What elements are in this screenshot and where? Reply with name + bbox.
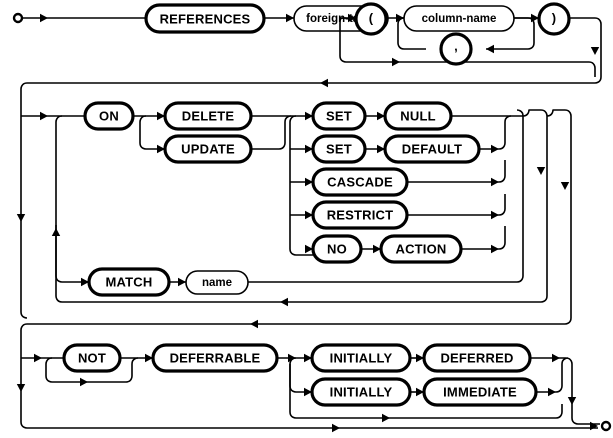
node-on: ON: [83, 101, 135, 131]
node-rparen-label: ): [552, 11, 557, 26]
node-initially-immediate: INITIALLY: [310, 377, 412, 407]
action-fanout: [251, 111, 313, 256]
node-comma: ,: [439, 32, 473, 66]
node-match: MATCH: [87, 267, 171, 297]
node-column-name-label: column-name: [422, 13, 497, 25]
not-bypass: [45, 357, 139, 387]
node-delete-label: DELETE: [182, 109, 235, 124]
node-restrict: RESTRICT: [311, 200, 409, 230]
node-action: ACTION: [379, 234, 463, 264]
node-set-null-label: SET: [326, 109, 352, 124]
node-delete: DELETE: [163, 101, 253, 131]
node-default: DEFAULT: [383, 134, 481, 164]
on-match-split: [55, 115, 89, 287]
connector-match-to-name: [169, 277, 186, 287]
node-deferrable-label: DEFERRABLE: [170, 351, 261, 366]
node-set-default: SET: [311, 134, 367, 164]
node-rparen: ): [537, 2, 571, 36]
node-cascade: CASCADE: [311, 167, 409, 197]
node-initially-2-label: INITIALLY: [330, 385, 393, 400]
node-not: NOT: [62, 343, 122, 373]
node-initially-deferred: INITIALLY: [310, 343, 412, 373]
connector-not-to-deferrable: [120, 353, 153, 363]
node-deferred-label: DEFERRED: [440, 351, 513, 366]
node-immediate: IMMEDIATE: [422, 377, 538, 407]
wrap-row2-to-row3: [20, 109, 572, 422]
node-restrict-label: RESTRICT: [327, 208, 394, 223]
node-no-label: NO: [327, 242, 347, 257]
node-null: NULL: [383, 101, 453, 131]
node-references-label: REFERENCES: [160, 12, 251, 27]
node-update: UPDATE: [163, 134, 253, 164]
node-null-label: NULL: [400, 109, 435, 124]
wrap-row1-to-row2: [20, 17, 602, 116]
node-set-default-label: SET: [326, 142, 352, 157]
node-deferrable: DEFERRABLE: [151, 343, 279, 373]
node-cascade-label: CASCADE: [327, 175, 393, 190]
start-terminal: [12, 12, 146, 24]
node-on-label: ON: [99, 109, 119, 124]
final-merge-to-end: [20, 357, 600, 433]
connector-initially-to-deferred: [410, 353, 424, 363]
deferrable-entry: [16, 353, 64, 392]
on-match-repeat-loop: [51, 109, 548, 307]
node-name: name: [185, 270, 249, 295]
connector-initially-to-immediate: [410, 387, 424, 397]
connector-references-to-foreign-table: [264, 13, 294, 23]
node-default-label: DEFAULT: [402, 142, 462, 157]
node-lparen: (: [354, 2, 388, 36]
end-terminal: [600, 420, 612, 432]
node-deferred: DEFERRED: [422, 343, 532, 373]
connector-column-name-to-rparen: [514, 13, 539, 23]
node-update-label: UPDATE: [181, 142, 235, 157]
node-immediate-label: IMMEDIATE: [443, 385, 517, 400]
node-set-null: SET: [311, 101, 367, 131]
connector-on-to-delete-update: [133, 111, 165, 154]
node-column-name: column-name: [403, 5, 515, 32]
node-initially-1-label: INITIALLY: [330, 351, 393, 366]
node-name-label: name: [202, 277, 232, 289]
node-comma-label: ,: [454, 39, 458, 54]
connector-set-to-default: [365, 144, 385, 154]
connector-no-to-action: [361, 244, 381, 254]
node-lparen-label: (: [369, 11, 374, 26]
node-match-label: MATCH: [106, 275, 153, 290]
match-merge-rail: [248, 109, 524, 283]
node-references: REFERENCES: [144, 3, 266, 34]
connector-set-to-null: [365, 111, 385, 121]
initially-fanout: [277, 353, 540, 423]
on-match-entry: [16, 111, 85, 319]
node-action-label: ACTION: [395, 242, 446, 257]
optional-column-list-branch: [339, 17, 561, 67]
node-not-label: NOT: [78, 351, 106, 366]
node-no: NO: [311, 234, 363, 264]
